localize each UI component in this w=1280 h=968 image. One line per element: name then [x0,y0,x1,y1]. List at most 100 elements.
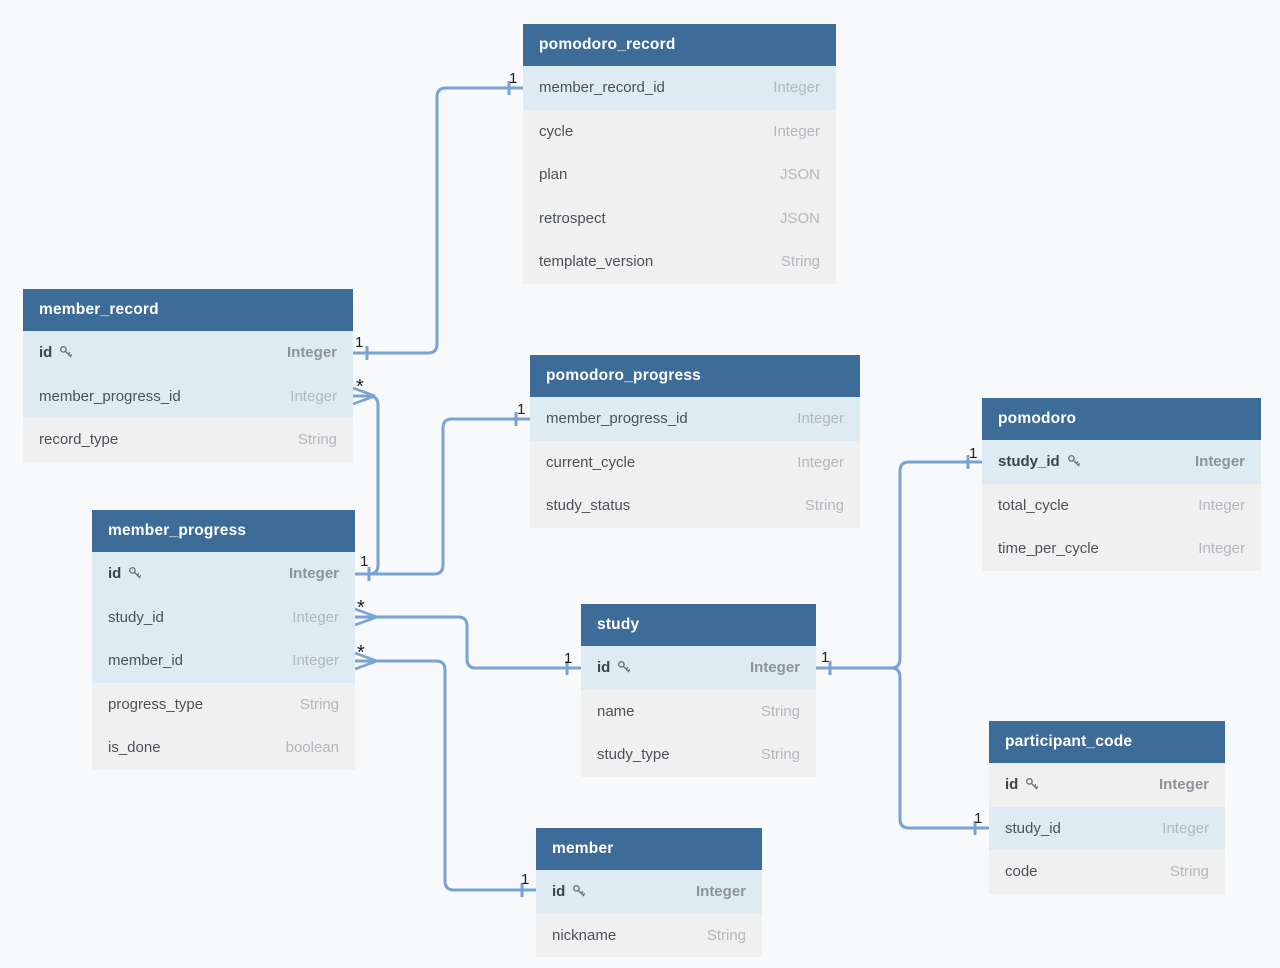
field-type: Integer [288,565,339,583]
field-type: Integer [286,344,337,362]
relationship-line[interactable] [355,615,581,670]
field-name-text: retrospect [539,209,606,227]
field-row-study-study_type[interactable]: study_type String [581,733,816,777]
relationship-line[interactable] [353,394,380,576]
relationship-line[interactable] [816,666,989,830]
field-type: Integer [749,659,800,677]
crow-foot-prong [354,607,378,619]
cardinality-label: 1 [521,871,529,888]
table-header-participant_code[interactable]: participant_code [989,721,1225,763]
field-row-study-name[interactable]: name String [581,689,816,733]
field-name: retrospect [539,210,606,227]
field-row-member_progress-id[interactable]: id Integer [92,552,355,596]
field-name: time_per_cycle [998,540,1099,557]
primary-key-icon [1067,455,1080,467]
field-type: Integer [1198,496,1245,514]
table-header-pomodoro_progress[interactable]: pomodoro_progress [530,355,860,397]
cardinality-label: * [357,642,365,664]
field-name: template_version [539,253,653,270]
table-header-member[interactable]: member [536,828,762,870]
field-name-text: id [1005,776,1019,794]
crow-foot-prong [354,615,378,627]
field-name-text: id [39,344,53,362]
field-name-text: time_per_cycle [998,540,1099,558]
field-row-pomodoro-time_per_cycle[interactable]: time_per_cycle Integer [982,527,1261,571]
table-header-member_record[interactable]: member_record [23,289,353,331]
field-row-member_record-id[interactable]: id Integer [23,331,353,375]
field-name: member_record_id [539,79,665,96]
cardinality-label: 1 [564,650,572,667]
field-name-text: study_type [597,746,670,764]
field-type: JSON [779,166,820,184]
field-type: JSON [779,209,820,227]
field-name: name [597,703,635,720]
table-header-study[interactable]: study [581,604,816,646]
table-name: member_record [39,301,159,318]
field-name: plan [539,166,567,183]
crow-foot-prong [352,386,376,398]
field-type: String [706,926,746,944]
field-row-pomodoro_progress-study_status[interactable]: study_status String [530,484,860,528]
field-name-text: id [597,659,611,677]
field-type: Integer [290,387,337,405]
table-header-pomodoro[interactable]: pomodoro [982,398,1261,440]
table-header-pomodoro_record[interactable]: pomodoro_record [523,24,836,66]
field-name-text: member_id [108,652,184,670]
field-name: id [552,883,587,900]
table-header-member_progress[interactable]: member_progress [92,510,355,552]
field-type: Integer [773,122,820,140]
cardinality-label: 1 [821,649,829,666]
field-row-member-id[interactable]: id Integer [536,870,762,914]
field-type: Integer [1162,819,1209,837]
field-type: String [804,497,844,515]
field-type: String [780,253,820,271]
field-row-pomodoro_record-plan[interactable]: plan JSON [523,153,836,197]
field-row-pomodoro_record-cycle[interactable]: cycle Integer [523,109,836,153]
field-name: study_status [546,497,630,514]
relationship-line[interactable] [355,417,530,576]
field-type: Integer [1198,540,1245,558]
field-row-pomodoro_record-template_version[interactable]: template_version String [523,240,836,284]
field-name: study_id [108,609,164,626]
field-row-pomodoro_record-retrospect[interactable]: retrospect JSON [523,196,836,240]
field-name: id [597,659,632,676]
cardinality-label: 1 [969,445,977,462]
relationship-line[interactable] [355,659,536,892]
field-type: Integer [797,453,844,471]
field-type: String [760,702,800,720]
primary-key-icon [618,661,631,673]
field-row-study-id[interactable]: id Integer [581,646,816,690]
table-name: pomodoro [998,410,1077,427]
field-name-text: cycle [539,122,574,140]
field-row-pomodoro-study_id[interactable]: study_id Integer [982,440,1261,484]
field-type: String [760,746,800,764]
relationship-line[interactable] [353,86,523,355]
field-row-participant_code-id[interactable]: id Integer [989,763,1225,807]
field-name-text: study_id [998,453,1060,471]
crow-foot-prong [352,394,376,406]
field-name-text: is_done [108,739,161,757]
cardinality-label: * [357,597,365,619]
